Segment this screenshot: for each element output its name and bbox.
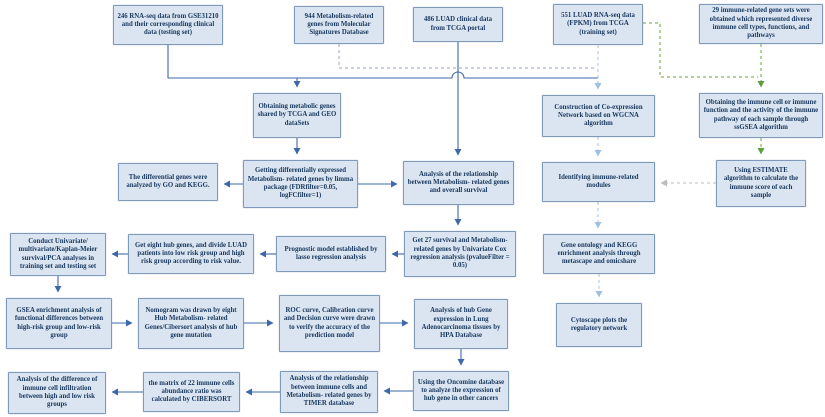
box-wgcna-network: Construction of Co-expression Network ba… xyxy=(542,95,655,137)
box-cibersort-matrix: the matrix of 22 immune cells abundance … xyxy=(143,372,240,412)
box-metabolism-survival-relationship: Analysis of the relationship between Met… xyxy=(403,161,514,205)
box-gsea-enrichment: GSEA enrichment analysis of functional d… xyxy=(6,298,112,349)
box-immune-infiltration-difference: Analysis of the difference of immune cel… xyxy=(8,372,106,414)
box-cytoscape-network: Cytoscape plots the regulatory network xyxy=(556,303,642,347)
box-oncomine-analysis: Using the Oncomine database to analyze t… xyxy=(413,371,509,411)
box-timer-analysis: Analysis of the relationship between imm… xyxy=(280,371,378,413)
box-hpa-expression: Analysis of hub Gene expression in Lung … xyxy=(414,299,508,349)
box-roc-calibration-decision: ROC curve, Calibration curve and Decisio… xyxy=(279,295,380,352)
connector-msigdb-join xyxy=(338,44,597,69)
connector-geo-tcga-merge xyxy=(167,45,598,79)
box-limma-deg: Getting differentially expressed Metabol… xyxy=(243,160,358,208)
box-nomogram-cibersort-mutation: Nomogram was drawn by eight Hub Metaboli… xyxy=(138,298,244,349)
box-tcga-clinical-data: 486 LUAD clinical data from TCGA portal xyxy=(413,7,503,42)
box-go-kegg-analysis: The differential genes were analyzed by … xyxy=(118,163,218,201)
box-immune-modules: Identifying immune-related modules xyxy=(542,162,655,202)
box-shared-metabolic-genes: Obtaining metabolic genes shared by TCGA… xyxy=(253,93,341,138)
box-survival-pca-analyses: Conduct Univariate/ multivariate/Kaplan-… xyxy=(10,233,106,276)
box-tcga-rnaseq-training-set: 551 LUAD RNA-seq data (FPKM) from TCGA (… xyxy=(553,4,643,45)
box-estimate-immune-score: Using ESTIMATE algorithm to calculate th… xyxy=(716,160,806,207)
box-metascape-enrichment: Gene ontology and KEGG enrichment analys… xyxy=(543,234,655,274)
box-ssgsea-immune-activity: Obtaining the immune cell or immune func… xyxy=(699,93,823,138)
box-metabolism-genes-msigdb: 944 Metabolism-related genes from Molecu… xyxy=(294,6,384,44)
box-geo-testing-set: 246 RNA-seq data from GSE31210 and their… xyxy=(113,5,223,45)
box-immune-gene-sets: 29 immune-related gene sets were obtaine… xyxy=(699,4,823,44)
box-hub-genes-risk-groups: Get eight hub genes, and divide LUAD pat… xyxy=(128,234,254,274)
box-univariate-cox: Get 27 survival and Metabolism- related … xyxy=(404,231,516,277)
box-lasso-model: Prognostic model established by lasso re… xyxy=(276,236,386,272)
